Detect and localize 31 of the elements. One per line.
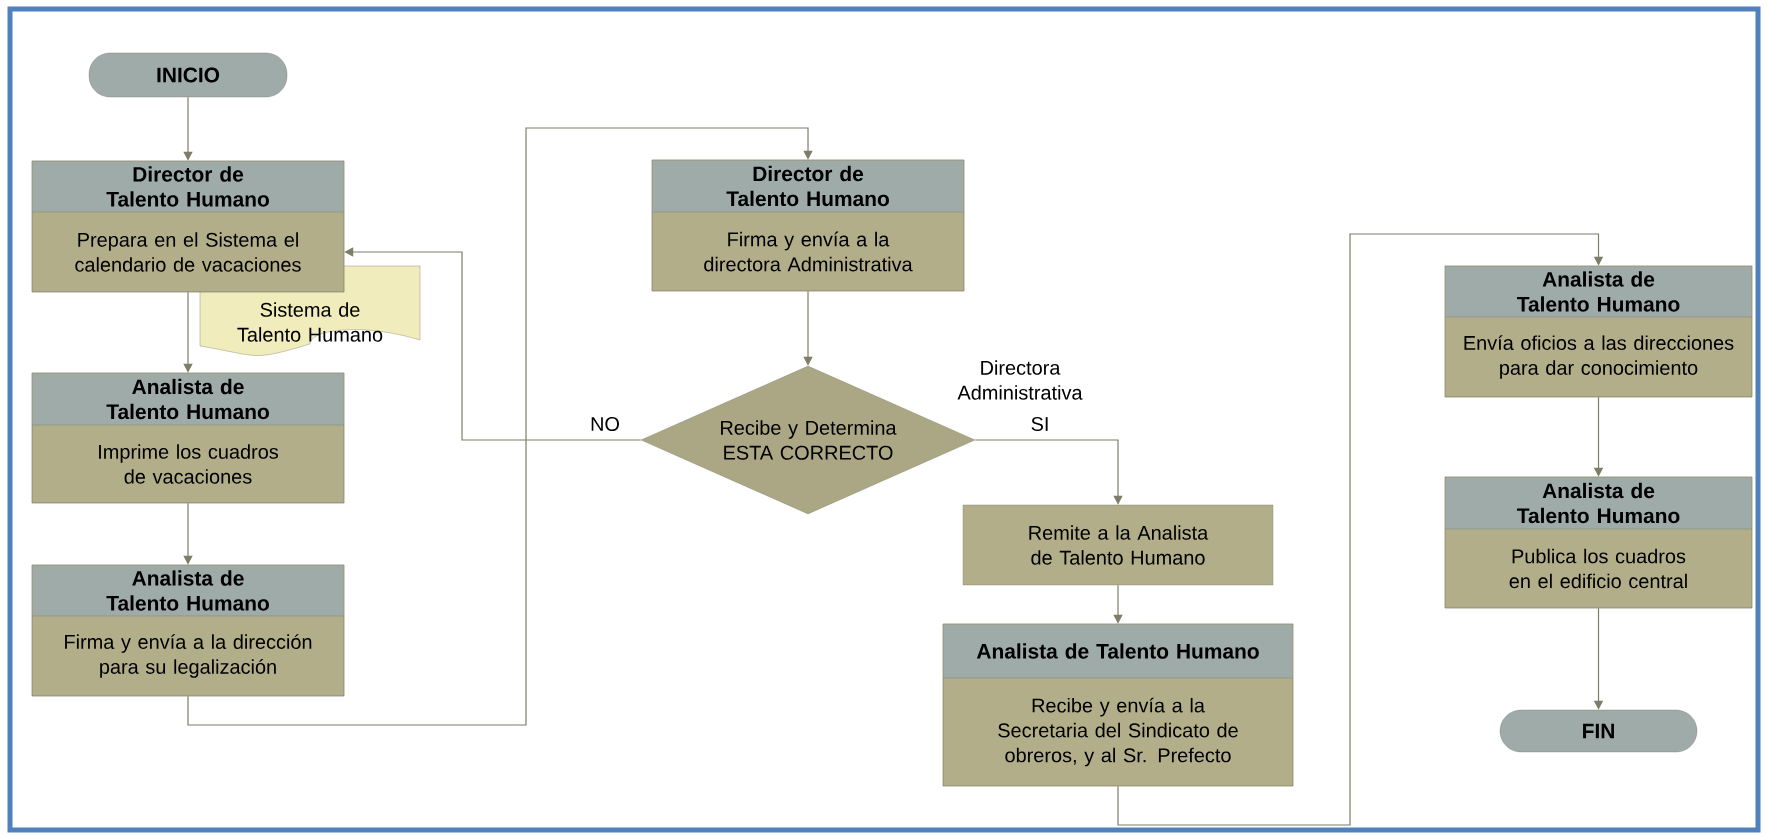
step-text: Recibe y envía a la Secretaria del Sindicato de obreros, y al Sr. Prefecto [998,697,1238,767]
arrow [344,247,642,441]
step-text: Envía oficios a las direcciones para dar conocimiento [1464,335,1734,379]
arrow [1113,584,1123,624]
role-heading: Director de Talento Humano [106,166,269,207]
step-text: Firma y envía a la directora Administrativa [704,231,913,272]
role-label: Directora Administrativa [957,360,1083,400]
step-text: Firma y envía a la dirección para su legalización [65,634,312,678]
arrow [803,290,813,366]
role-heading: Analista de Talento Humano [106,378,269,420]
edge-label: NO [588,414,622,434]
step-text: Imprime los cuadros de vacaciones [99,444,279,484]
role-heading: Analista de Talento Humano [976,643,1259,659]
document-label: Sistema de Talento Humano [237,302,383,342]
arrow [183,291,193,373]
role-heading: Director de Talento Humano [726,165,889,207]
arrow [1117,233,1604,826]
terminal-label: FIN [1583,723,1614,739]
role-heading: Analista de Talento Humano [1517,482,1680,524]
step-text: Recibe y Determina ESTA CORRECTO [721,420,897,460]
terminal-label: INICIO [157,67,220,83]
role-heading: Analista de Talento Humano [106,570,269,611]
arrow [183,502,193,565]
arrow [974,439,1123,505]
role-heading: Analista de Talento Humano [1517,271,1680,312]
step-text: Remite a la Analista de Talento Humano [1029,525,1209,565]
edge-label: SI [1028,414,1052,434]
step-text: Prepara en el Sistema el calendario de vacaciones [75,232,301,272]
arrow [183,96,193,161]
arrow [187,127,813,726]
step-text: Publica los cuadros en el edificio central [1509,548,1687,589]
